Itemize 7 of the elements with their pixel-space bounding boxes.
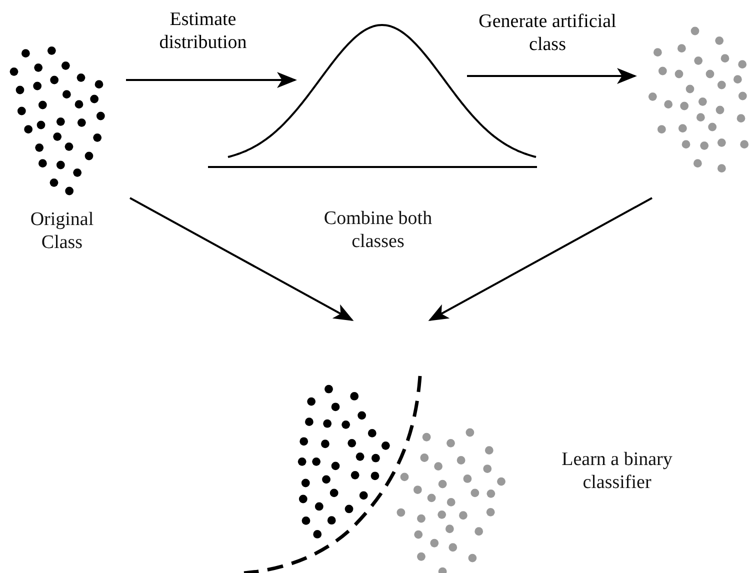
- arrow: [130, 197, 354, 321]
- class-label: Original Class: [29, 208, 95, 254]
- arrow: [467, 68, 637, 84]
- arrow: [126, 72, 297, 88]
- note-text: Combine both classes: [322, 207, 434, 253]
- caption-text: Learn a binary classifier: [560, 448, 674, 494]
- arrow: [428, 197, 652, 321]
